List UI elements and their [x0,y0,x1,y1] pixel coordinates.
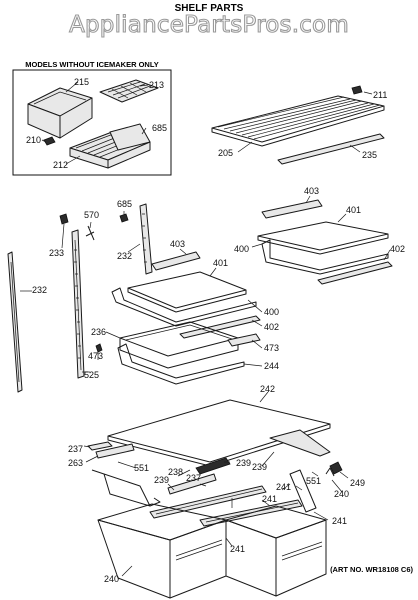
inset-header: MODELS WITHOUT ICEMAKER ONLY [25,60,158,69]
watermark-text: AppliancePartsPros.com [69,12,349,38]
shelf-trim-403 [261,199,323,219]
center-frame-400 [111,287,257,327]
cover-support-right [269,429,331,457]
label-570: 570 [84,210,99,220]
label-401-center: 401 [213,258,228,268]
screw-570 [85,225,95,241]
clip-233 [59,213,69,225]
label-525: 525 [84,370,99,380]
glass-shelf-401 [257,221,389,251]
label-685-inset: 685 [152,123,167,133]
label-205: 205 [218,148,233,158]
drawer-240-left-side [97,519,171,599]
label-685-main: 685 [117,199,132,209]
left-rail-232 [7,251,23,393]
divider-237-center [167,473,217,495]
label-400-right: 400 [234,244,249,254]
label-215: 215 [74,77,89,87]
clip-part-210 [43,136,56,146]
drawer-slide-right [289,469,317,513]
label-473-left: 473 [88,351,103,361]
label-232-left: 232 [32,285,47,295]
label-241-c: 241 [332,516,347,526]
label-240-right: 240 [334,489,349,499]
label-237-center: 237 [186,473,201,483]
label-551-right: 551 [306,476,321,486]
screw-685 [119,213,129,223]
icemaker-inset-box: MODELS WITHOUT ICEMAKER ONLY [12,60,172,176]
art-number: (ART NO. WR18108 C6) [330,565,413,574]
label-212: 212 [53,160,68,170]
drawer-slide-left [91,469,161,507]
label-241-b: 241 [262,494,277,504]
right-glass-shelf-assembly [257,199,393,285]
clip-249 [329,461,343,475]
label-233: 233 [49,248,64,258]
center-trim-403 [151,251,201,271]
label-263: 263 [68,458,83,468]
shelf-trim-402 [317,261,393,285]
shelf-trim-235 [277,133,385,165]
label-242: 242 [260,384,275,394]
label-400-center: 400 [264,307,279,317]
label-244: 244 [264,361,279,371]
label-240-left: 240 [104,574,119,584]
label-210: 210 [26,135,41,145]
wire-shelf-205 [211,95,385,147]
diagram-title: SHELF PARTS [175,3,244,14]
label-239-left: 239 [154,475,169,485]
label-403-right: 403 [304,186,319,196]
divider-clip-238 [195,457,231,475]
bin-tray-212 [69,123,151,169]
label-238: 238 [168,467,183,477]
label-473-right: 473 [264,343,279,353]
clip-473-left [95,343,103,353]
shelf-ladder-rail-left [71,229,85,379]
ice-bin-215 [27,87,93,139]
center-shelf-assembly [111,251,261,385]
label-249: 249 [350,478,365,488]
label-239-right: 239 [252,462,267,472]
label-235: 235 [362,150,377,160]
label-213: 213 [149,80,164,90]
shelf-ladder-rail-right [139,203,153,275]
drawer-240-right-front [275,519,327,597]
clip-211 [351,85,363,95]
label-402-right: 402 [390,244,405,254]
label-237-left: 237 [68,444,83,454]
center-trim-402 [179,315,261,339]
lower-crisper-assembly [87,399,343,599]
label-401-right: 401 [346,205,361,215]
center-glass-401 [127,271,247,309]
label-232-mid: 232 [117,251,132,261]
label-239-mid: 239 [236,458,251,468]
label-236: 236 [91,327,106,337]
label-241-a: 241 [276,482,291,492]
label-241-d: 241 [230,544,245,554]
inset-frame [12,69,172,176]
label-402-center: 402 [264,322,279,332]
drawer-frame-244 [117,343,245,385]
cover-support-237-left [87,441,113,451]
label-211: 211 [373,90,387,100]
label-403-center: 403 [170,239,185,249]
label-551-left: 551 [134,463,149,473]
